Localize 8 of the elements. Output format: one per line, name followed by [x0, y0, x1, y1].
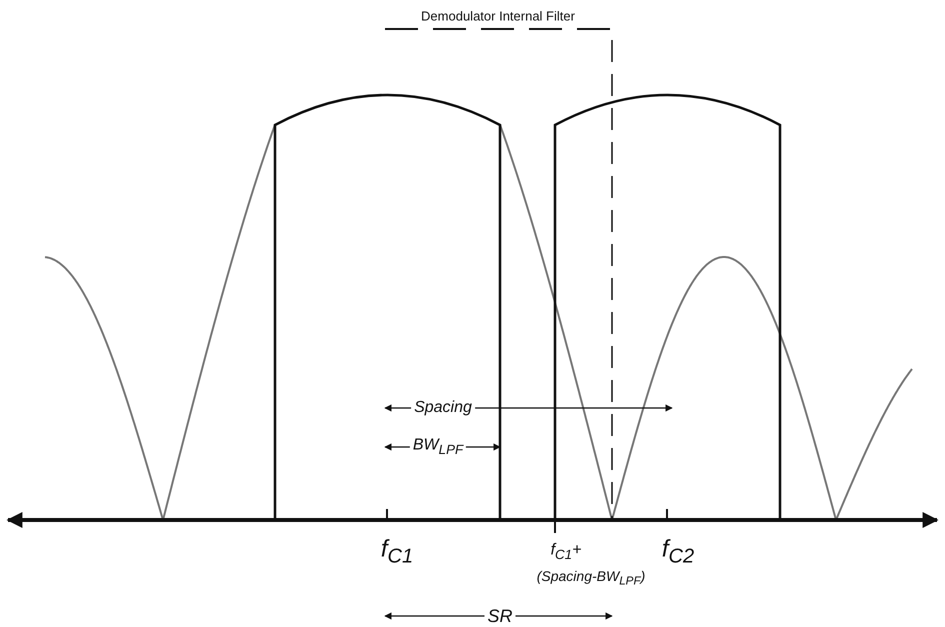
- frequency-label: f$_{C2}$: [662, 538, 694, 566]
- dimension-label: Spacing: [411, 400, 475, 416]
- frequency-label: f$_{C1}$: [380, 538, 414, 566]
- dimension-label: SR: [484, 607, 516, 625]
- dimension-label: BW$_{LPF}$: [410, 438, 466, 456]
- frequency-label: (Spacing-BW$_{LPF}$): [536, 568, 646, 588]
- frequency-label: f$_{C1}$+: [550, 542, 582, 562]
- filter-title: Demodulator Internal Filter: [421, 10, 575, 22]
